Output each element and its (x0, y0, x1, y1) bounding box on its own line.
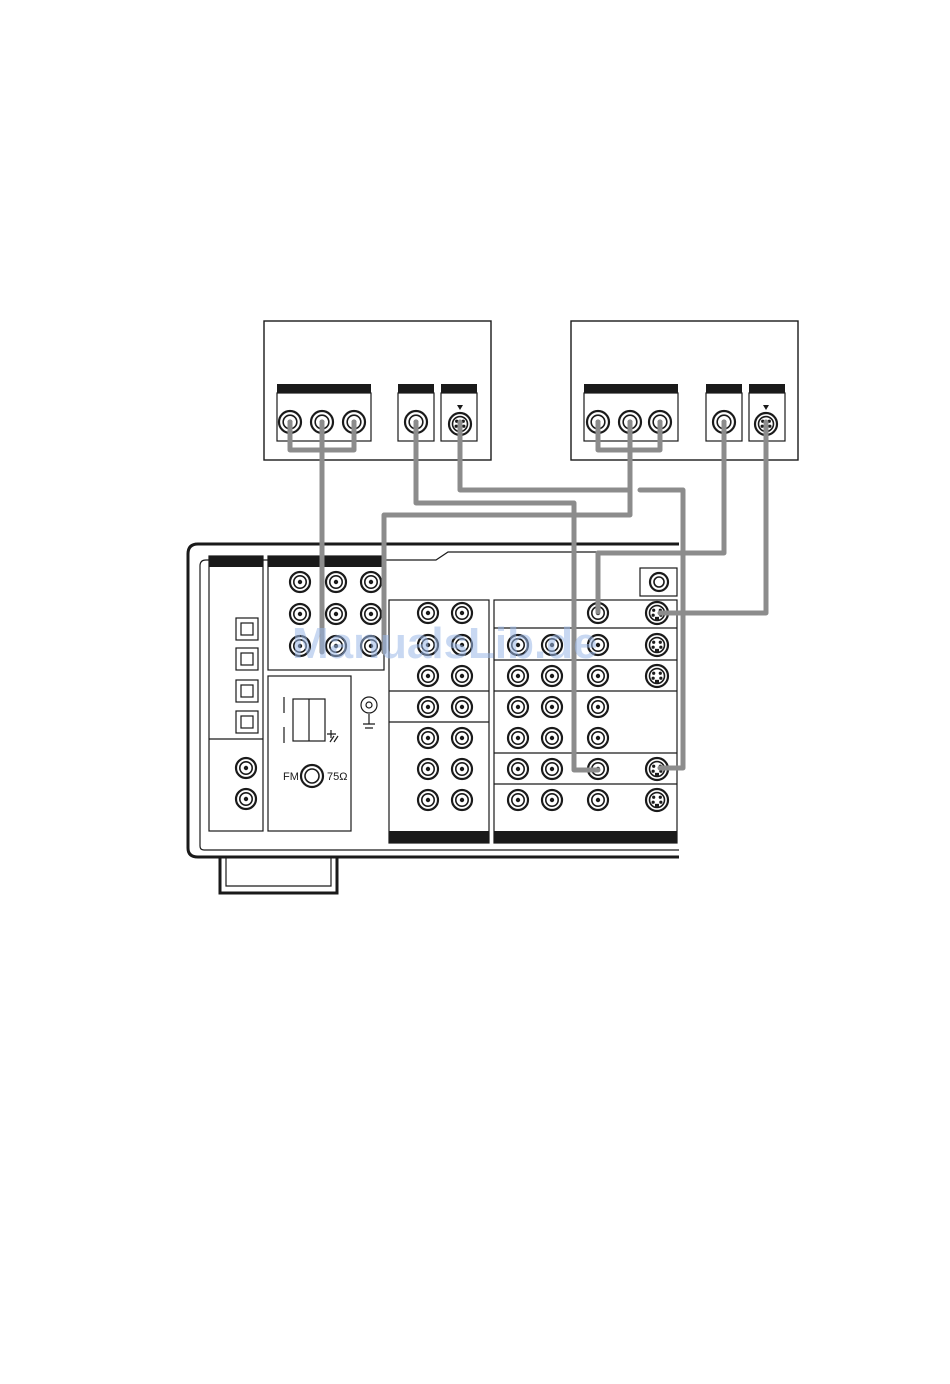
audio-jack[interactable] (452, 728, 472, 748)
chassis-foot (220, 857, 337, 893)
composite-video-jack[interactable] (588, 790, 608, 810)
rca-jacks (236, 405, 769, 810)
cable-left-video (416, 422, 598, 770)
chassis-foot-inner (226, 857, 331, 886)
left-component-component-video-label-bar (277, 384, 371, 393)
am-ground-icon (327, 730, 338, 742)
coaxial-digital-jack[interactable] (236, 758, 256, 778)
coaxial-digital-jack[interactable] (236, 789, 256, 809)
ground-icon (361, 697, 377, 728)
optical-jack-icon (236, 680, 258, 702)
right-component-component-video-label-bar (584, 384, 678, 393)
video-audio-jack[interactable] (542, 790, 562, 810)
audio-jack[interactable] (452, 790, 472, 810)
video-audio-jack[interactable] (542, 728, 562, 748)
fm-label: FM (283, 771, 299, 783)
optical-jack-icon (236, 648, 258, 670)
component-video-in-jack[interactable] (326, 572, 346, 592)
composite-video-jack[interactable] (588, 666, 608, 686)
s-video-jack[interactable] (646, 789, 668, 811)
right-component-s-video-label-bar (749, 384, 785, 393)
left-component (264, 321, 491, 460)
audio-jack[interactable] (418, 697, 438, 717)
video-audio-jack[interactable] (542, 666, 562, 686)
video-audio-jack[interactable] (508, 759, 528, 779)
arrow-icon (457, 405, 463, 410)
audio-jack[interactable] (418, 759, 438, 779)
cable-right-s-video (660, 422, 766, 613)
video-audio-jack[interactable] (508, 790, 528, 810)
video-audio-jack[interactable] (508, 697, 528, 717)
component-video-in-jack[interactable] (361, 572, 381, 592)
audio-jack[interactable] (418, 728, 438, 748)
video-audio-jack[interactable] (542, 697, 562, 717)
composite-video-jack[interactable] (588, 728, 608, 748)
video-audio-jack[interactable] (508, 666, 528, 686)
component-video-in-jack[interactable] (290, 572, 310, 592)
audio-jack-label-bar (389, 831, 489, 843)
audio-jack[interactable] (418, 666, 438, 686)
optical-jack-icon (236, 711, 258, 733)
optical-jacks (236, 618, 258, 733)
video-audio-jack[interactable] (542, 759, 562, 779)
cables (290, 422, 766, 770)
s-video-jack[interactable] (646, 634, 668, 656)
video-jack-label-bar (494, 831, 677, 843)
digital-input-label-bar (209, 556, 263, 567)
left-component-video-label-bar (398, 384, 434, 393)
watermark: ManualsLib.de (292, 619, 598, 668)
fm-impedance-label: 75Ω (327, 771, 347, 783)
monitor-output-jack[interactable] (650, 573, 668, 591)
receiver-chassis: FM 75Ω (188, 544, 679, 893)
optical-jack-icon (236, 618, 258, 640)
audio-jack[interactable] (452, 697, 472, 717)
audio-jack[interactable] (418, 790, 438, 810)
video-audio-jack[interactable] (508, 728, 528, 748)
audio-jack[interactable] (452, 759, 472, 779)
component-video-label-bar (268, 556, 384, 567)
audio-jack[interactable] (452, 666, 472, 686)
left-component-s-video-label-bar (441, 384, 477, 393)
right-component-video-label-bar (706, 384, 742, 393)
composite-video-jack[interactable] (588, 697, 608, 717)
s-video-jack[interactable] (646, 665, 668, 687)
arrow-icon (763, 405, 769, 410)
